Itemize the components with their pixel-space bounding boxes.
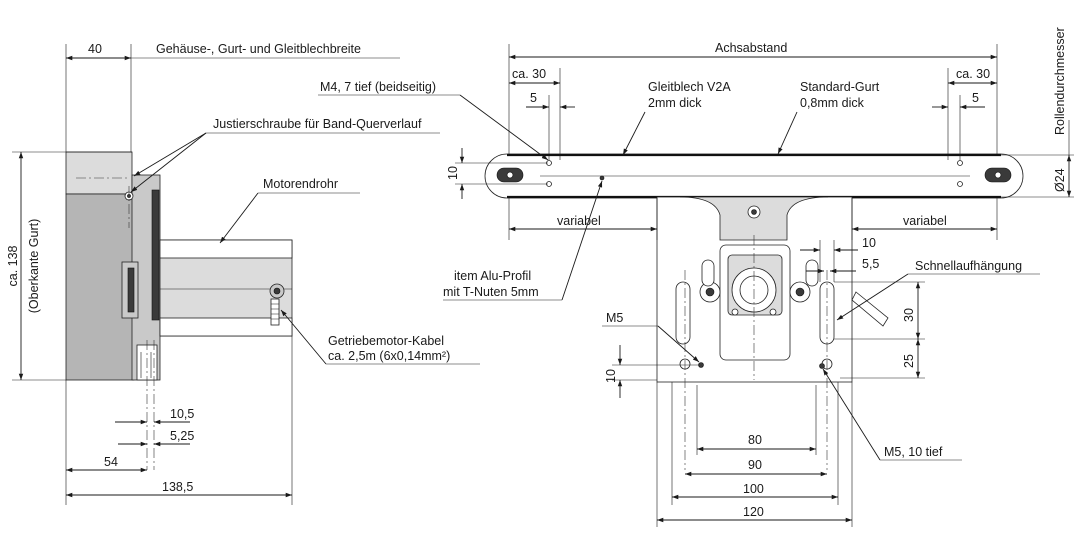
belt-label-1: Standard-Gurt <box>800 80 880 94</box>
quick-mount-latch <box>851 291 889 327</box>
dim-5-left: 5 <box>530 91 537 105</box>
dim-5-right: 5 <box>972 91 979 105</box>
dim-25: 25 <box>902 354 916 368</box>
dim-10-side: 10 <box>446 166 460 180</box>
belt-label-2: 0,8mm dick <box>800 96 865 110</box>
motor-tube-bottom-band <box>159 317 293 337</box>
variable-right: variabel <box>903 214 947 228</box>
front-view: Achsabstand Rollendurchmesser <box>318 27 1074 527</box>
profile-label-1: item Alu-Profil <box>454 269 531 283</box>
motor-tube-label: Motorendrohr <box>263 177 338 191</box>
profile-label-2: mit T-Nuten 5mm <box>443 285 539 299</box>
dim-90: 90 <box>748 458 762 472</box>
variable-left: variabel <box>557 214 601 228</box>
dim-ca30-right: ca. 30 <box>956 67 990 81</box>
slide-plate-label-2: 2mm dick <box>648 96 702 110</box>
dia-24: Ø24 <box>1053 168 1067 192</box>
side-gear-teeth <box>127 267 135 313</box>
motor-tube-top-band <box>159 239 293 259</box>
cable-label-1: Getriebemotor-Kabel <box>328 334 444 348</box>
adjust-screw-label: Justierschraube für Band-Querverlauf <box>213 117 422 131</box>
housing-shoulders <box>679 196 829 241</box>
m4-label: M4, 7 tief (beidseitig) <box>320 80 436 94</box>
roller-diameter-label: Rollendurchmesser <box>1053 27 1067 135</box>
housing-width-label: Gehäuse-, Gurt- und Gleitblechbreite <box>156 42 361 56</box>
axle-distance-label: Achsabstand <box>715 41 787 55</box>
dim-120: 120 <box>743 505 764 519</box>
dim-30: 30 <box>902 308 916 322</box>
dim-138-5: 138,5 <box>162 480 193 494</box>
side-slot <box>140 352 152 378</box>
m5-label: M5 <box>606 311 623 325</box>
dim-40: 40 <box>88 42 102 56</box>
side-housing-upper <box>65 151 133 195</box>
dim-54: 54 <box>104 455 118 469</box>
dim-5-25: 5,25 <box>170 429 194 443</box>
quick-mount-label: Schnellaufhängung <box>915 259 1022 273</box>
side-plate <box>151 189 160 321</box>
cable-label-2: ca. 2,5m (6x0,14mm²) <box>328 349 450 363</box>
m5-deep-label: M5, 10 tief <box>884 445 943 459</box>
dim-10-top: 10 <box>862 236 876 250</box>
height-138-label: ca. 138 <box>6 245 20 286</box>
slide-plate-label-1: Gleitblech V2A <box>648 80 731 94</box>
dim-100: 100 <box>743 482 764 496</box>
dim-5-5: 5,5 <box>862 257 879 271</box>
height-138-note: (Oberkante Gurt) <box>27 219 41 313</box>
side-view: 40 Gehäuse-, Gurt- und Gleitblechbreite … <box>6 42 480 505</box>
dim-ca30-left: ca. 30 <box>512 67 546 81</box>
dim-10-5: 10,5 <box>170 407 194 421</box>
dim-10-bottom: 10 <box>604 369 618 383</box>
dim-80: 80 <box>748 433 762 447</box>
